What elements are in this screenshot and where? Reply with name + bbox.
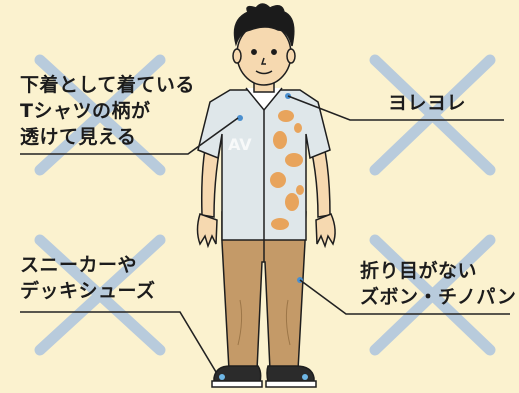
head (232, 3, 296, 93)
annotation-line: Tシャツの柄が (20, 100, 151, 122)
cross-mark-icon (369, 54, 496, 176)
leader-lines (20, 95, 510, 373)
annotation-line: ヨレヨレ (388, 92, 467, 114)
cross-mark-icon (369, 234, 496, 356)
annotation-line: スニーカーや (20, 254, 138, 276)
sneaker-shoes (211, 365, 317, 388)
annotation-line: ズボン・チノパン (360, 286, 517, 308)
annotation-line: 折り目がない (360, 260, 478, 282)
annotation-line: デッキシューズ (20, 280, 156, 302)
worn-out-annotation: ヨレヨレ (388, 90, 466, 116)
unpressed-pants-annotation: 折り目がない ズボン・チノパン (360, 258, 516, 310)
undershirt-annotation: 下着として着ている Tシャツの柄が 透けて見える (20, 72, 195, 150)
annotation-line: 透けて見える (20, 126, 137, 148)
cross-mark-icon (34, 234, 166, 356)
pants (221, 211, 307, 371)
svg-text:AV: AV (228, 135, 252, 154)
cross-mark-icon (34, 54, 166, 176)
sneakers-annotation: スニーカーや デッキシューズ (20, 252, 156, 304)
shirt: AV (197, 87, 331, 283)
annotation-line: 下着として着ている (20, 74, 195, 96)
